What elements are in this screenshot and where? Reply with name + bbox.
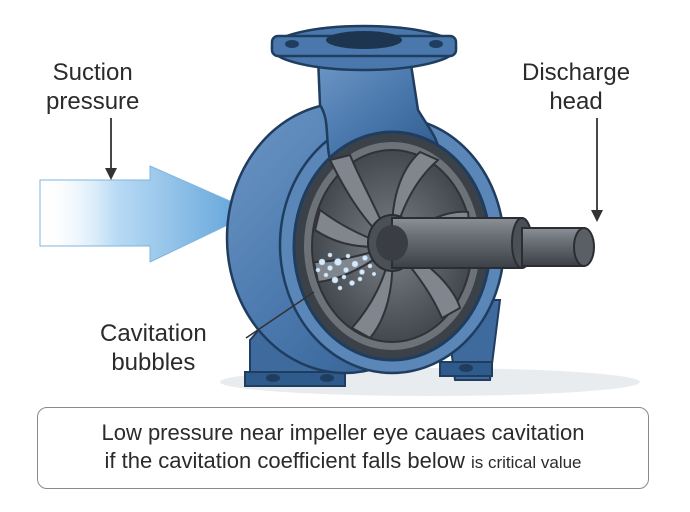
cavitation-pointer-line bbox=[245, 291, 315, 339]
caption-line2: if the cavitation coefficient falls belo… bbox=[38, 447, 648, 477]
cavitation-label-line1: Cavitation bbox=[100, 320, 207, 347]
cavitation-bubbles-label: Cavitation bubbles bbox=[100, 319, 207, 377]
suction-pressure-label: Suction pressure bbox=[46, 58, 139, 116]
suction-label-line2: pressure bbox=[46, 88, 140, 115]
suction-pointer-arrow bbox=[105, 118, 117, 180]
caption-line2-small: is critical value bbox=[470, 453, 582, 472]
discharge-pointer-arrow bbox=[591, 118, 603, 222]
cavitation-label-line2: bubbles bbox=[111, 349, 196, 376]
caption-line1: Low pressure near impeller eye cauaes ca… bbox=[101, 420, 585, 445]
discharge-label-line2: head bbox=[549, 88, 603, 115]
discharge-label-line1: Discharge bbox=[522, 59, 631, 86]
caption-line2-main: if the cavitation coefficient falls belo… bbox=[104, 448, 465, 473]
discharge-head-label: Discharge head bbox=[522, 58, 630, 116]
discharge-flange bbox=[270, 24, 458, 162]
cavitation-bubbles bbox=[315, 252, 377, 291]
pump-shaft bbox=[367, 214, 595, 272]
suction-flow-arrow bbox=[39, 165, 257, 263]
caption-box: Low pressure near impeller eye cauaes ca… bbox=[37, 407, 649, 489]
suction-label-line1: Suction bbox=[52, 59, 133, 86]
